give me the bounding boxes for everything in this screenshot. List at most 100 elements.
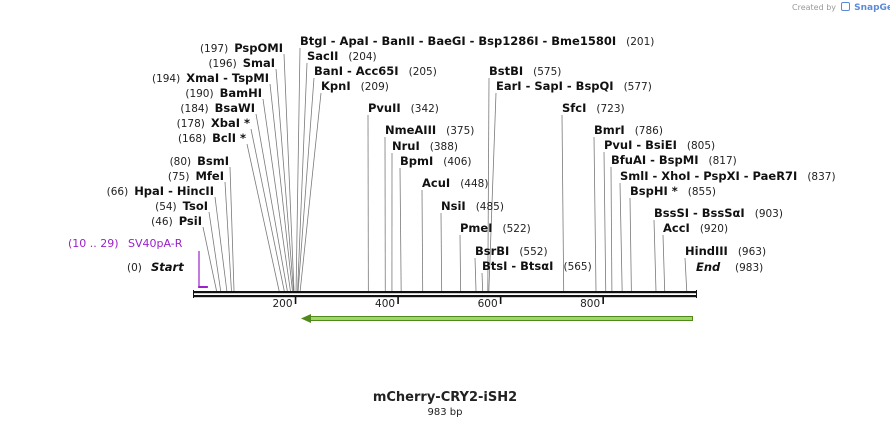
enzyme-connector — [593, 136, 597, 292]
orf-bar-fill — [309, 317, 692, 320]
enzyme-name[interactable]: BssSI - BssSαI — [654, 206, 745, 220]
enzyme-position: (388) — [430, 141, 458, 153]
enzyme-name[interactable]: BmrI — [594, 123, 625, 137]
enzyme-connector — [208, 211, 222, 292]
enzyme-name[interactable]: EarI - SapI - BspQI — [496, 79, 614, 93]
ruler-tick-label: 600 — [478, 298, 498, 310]
enzyme-name[interactable]: BanI - Acc65I — [314, 64, 399, 78]
ruler-tick-label: 400 — [375, 298, 395, 310]
enzyme-position: (577) — [624, 81, 652, 93]
enzyme-position: (75) — [168, 171, 190, 183]
enzyme-name[interactable]: BstBI — [489, 64, 523, 78]
enzyme-name[interactable]: KpnI — [321, 79, 351, 93]
enzyme-position: (205) — [409, 66, 437, 78]
start-position: (0) — [127, 262, 142, 274]
enzyme-name[interactable]: XmaI - TspMI — [186, 71, 269, 85]
enzyme-name[interactable]: AccI — [663, 221, 690, 235]
enzyme-position: (855) — [688, 186, 716, 198]
enzyme-name[interactable]: NmeAIII — [385, 123, 436, 137]
enzyme-connector — [487, 77, 490, 292]
enzyme-name[interactable]: SfcI — [562, 101, 586, 115]
credit-prefix: Created by — [792, 3, 837, 12]
enzyme-connector — [421, 189, 424, 292]
enzyme-connector — [474, 257, 477, 292]
enzyme-position: (196) — [208, 58, 236, 70]
enzyme-name[interactable]: SmlI - XhoI - PspXI - PaeR7I — [620, 169, 797, 183]
enzyme-name[interactable]: SmaI — [243, 56, 275, 70]
enzyme-position: (786) — [635, 125, 663, 137]
snapgene-credit: Created by SnapGene — [792, 2, 890, 13]
enzyme-position: (575) — [533, 66, 561, 78]
enzyme-connector — [262, 98, 291, 292]
end-position: (983) — [735, 262, 763, 274]
plasmid-length: 983 bp — [427, 407, 463, 418]
enzyme-name[interactable]: BamHI — [220, 86, 262, 100]
enzyme-connector — [246, 143, 280, 292]
enzyme-position: (194) — [152, 73, 180, 85]
enzyme-connector — [440, 212, 443, 292]
enzyme-name[interactable]: TsoI — [183, 199, 208, 213]
enzyme-name[interactable]: BsaWI — [215, 101, 255, 115]
enzyme-position: (168) — [178, 133, 206, 145]
enzyme-name[interactable]: XbaI * — [211, 116, 250, 130]
enzyme-connector — [224, 181, 232, 292]
enzyme-name[interactable]: PvuI - BsiEI — [604, 138, 677, 152]
dna-backbone-top — [193, 291, 697, 294]
enzyme-position: (201) — [626, 36, 654, 48]
enzyme-position: (723) — [596, 103, 624, 115]
enzyme-position: (565) — [563, 261, 591, 273]
enzyme-name[interactable]: HpaI - HincII — [134, 184, 214, 198]
dna-backbone-bottom — [193, 295, 697, 298]
feature-range: (10 .. 29) — [68, 237, 119, 250]
enzyme-name[interactable]: BfuAI - BspMI — [611, 153, 698, 167]
enzyme-connector — [255, 113, 288, 292]
enzyme-position: (197) — [200, 43, 228, 55]
enzyme-name[interactable]: BpmI — [400, 154, 433, 168]
enzyme-name[interactable]: PsiI — [179, 214, 202, 228]
enzyme-name[interactable]: PvuII — [368, 101, 401, 115]
enzyme-connector — [214, 196, 228, 292]
enzyme-name[interactable]: BsrBI — [475, 244, 509, 258]
enzyme-position: (448) — [460, 178, 488, 190]
enzyme-connector — [299, 92, 322, 292]
plasmid-name: mCherry-CRY2-iSH2 — [372, 390, 518, 405]
enzyme-name[interactable]: NruI — [392, 139, 420, 153]
enzyme-position: (46) — [151, 216, 173, 228]
enzyme-position: (552) — [519, 246, 547, 258]
enzyme-position: (817) — [708, 155, 736, 167]
enzyme-connector — [250, 128, 285, 292]
enzyme-name[interactable]: BtsI - BtsαI — [482, 259, 553, 273]
orf-arrow[interactable] — [301, 314, 693, 323]
enzyme-name[interactable]: BclI * — [212, 131, 246, 145]
enzyme-name[interactable]: MfeI — [195, 169, 224, 183]
enzyme-name[interactable]: AcuI — [422, 176, 450, 190]
enzyme-name[interactable]: PmeI — [460, 221, 493, 235]
enzyme-position: (66) — [107, 186, 129, 198]
enzyme-connector — [202, 226, 217, 292]
enzyme-connector — [295, 47, 301, 292]
enzyme-connector — [653, 219, 657, 292]
enzyme-connector — [603, 151, 607, 292]
enzyme-connector — [684, 257, 688, 292]
enzyme-position: (375) — [446, 125, 474, 137]
enzyme-connector-lines — [202, 47, 688, 292]
enzyme-name[interactable]: BtgI - ApaI - BanII - BaeGI - Bsp1286I -… — [300, 34, 616, 48]
enzyme-position: (837) — [807, 171, 835, 183]
enzyme-labels: PspOMI (197) SmaI (196)XmaI - TspMI (194) Bam… — [107, 34, 836, 273]
enzyme-name[interactable]: BspHI * — [630, 184, 678, 198]
enzyme-connector — [610, 166, 613, 292]
enzyme-position: (903) — [755, 208, 783, 220]
enzyme-name[interactable]: BsmI — [197, 154, 229, 168]
enzyme-name[interactable]: SacII — [307, 49, 338, 63]
enzyme-connector — [629, 197, 632, 292]
enzyme-name[interactable]: HindIII — [685, 244, 728, 258]
enzyme-connector — [399, 167, 402, 292]
enzyme-position: (963) — [738, 246, 766, 258]
enzyme-name[interactable]: NsiI — [441, 199, 466, 213]
enzyme-name[interactable]: PspOMI — [234, 41, 283, 55]
enzyme-connector — [269, 83, 293, 292]
end-label[interactable]: End — [696, 260, 721, 274]
feature-mark[interactable] — [198, 286, 208, 288]
feature-name[interactable]: SV40pA-R — [128, 237, 183, 250]
